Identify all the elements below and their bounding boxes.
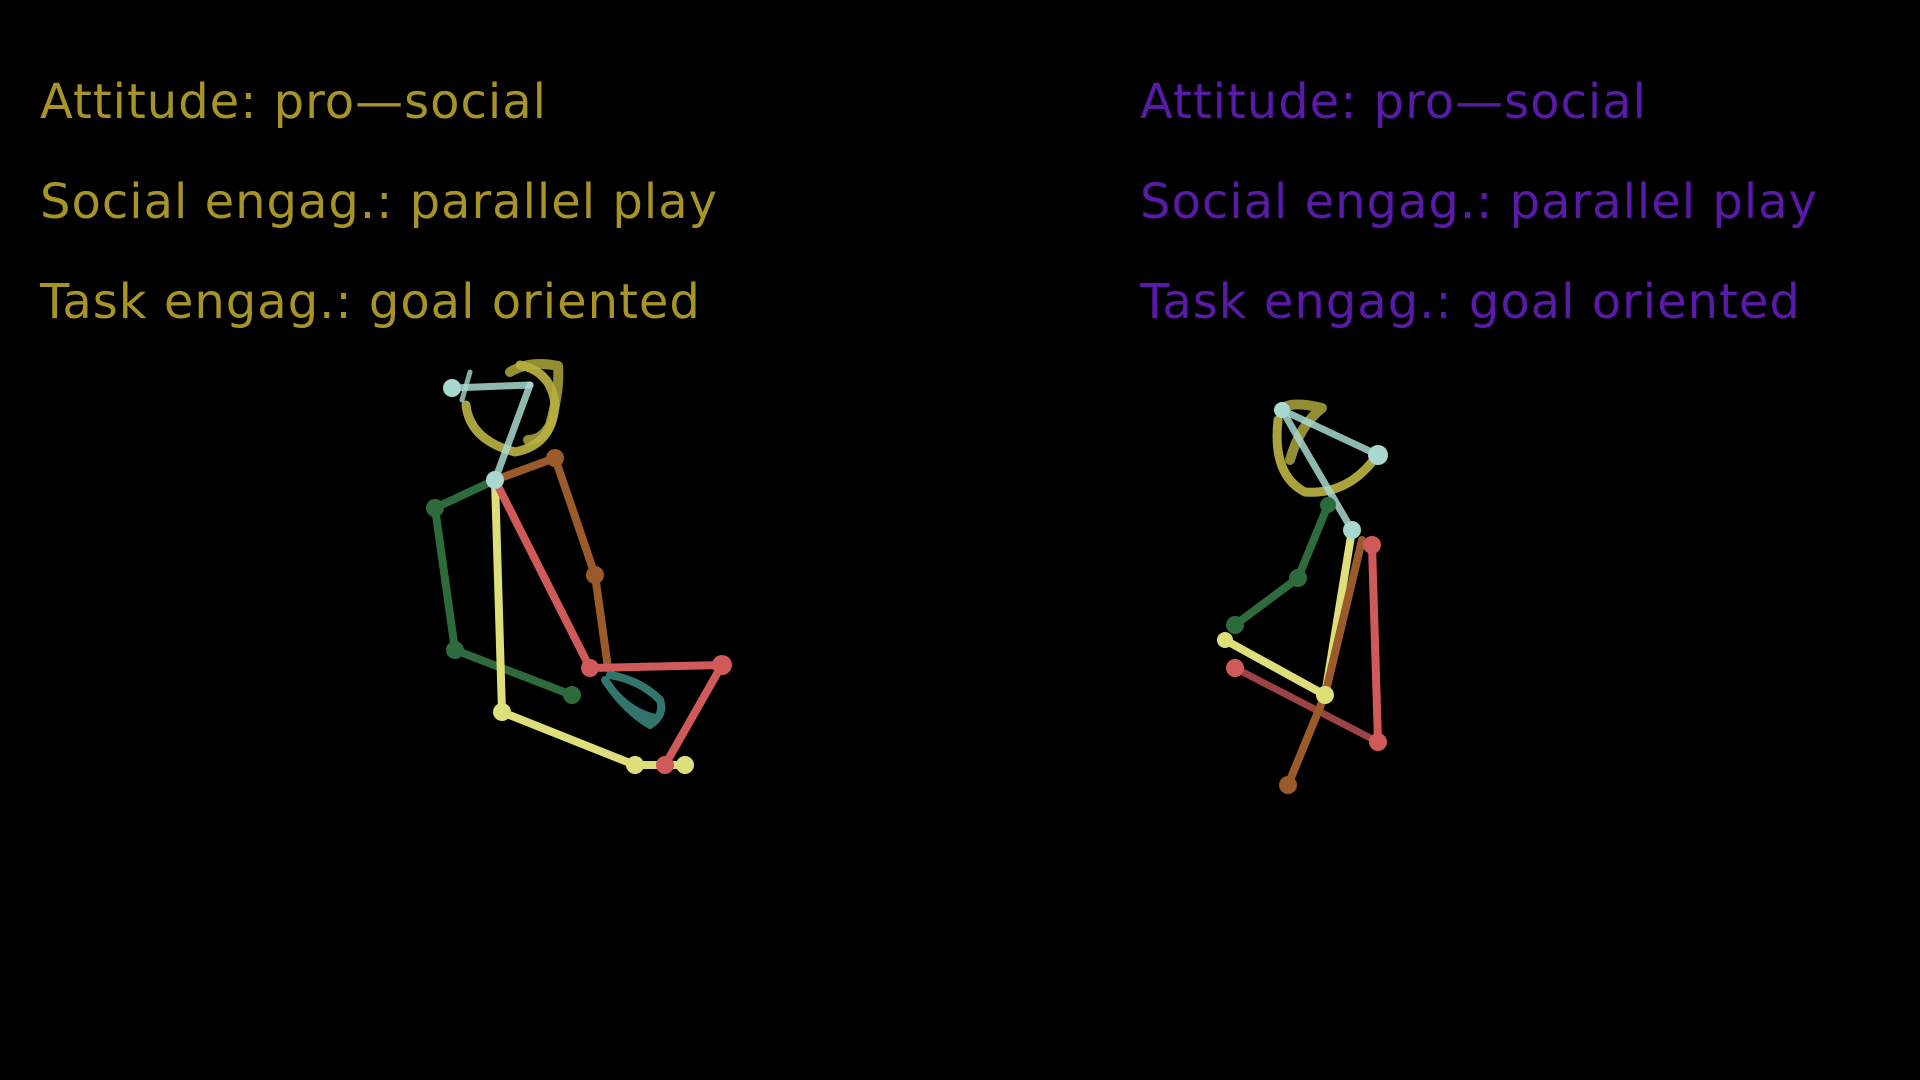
left-joint-wrist-l [446, 641, 464, 659]
right-attitude-label: Attitude: pro—social [1140, 74, 1648, 130]
right-task-engagement-label: Task engag.: goal oriented [1140, 274, 1801, 330]
left-joint-hand-l [563, 686, 581, 704]
left-hand-cluster [601, 671, 666, 729]
left-task-engagement-label: Task engag.: goal oriented [40, 274, 701, 330]
right-forearm [1231, 574, 1302, 629]
right-face-line [1278, 406, 1382, 459]
right-head-contour [1272, 415, 1377, 497]
right-brown-leg-upper [1321, 536, 1366, 699]
left-torso [491, 476, 506, 716]
left-joint-hip [493, 703, 511, 721]
left-joint-elbow-l [426, 499, 444, 517]
left-hair [505, 359, 564, 445]
right-joint-elbow [1289, 569, 1307, 587]
right-joint-red-knee [1226, 659, 1244, 677]
right-brown-leg-lower [1284, 691, 1329, 789]
left-attitude-label: Attitude: pro—social [40, 74, 548, 130]
left-right-upper-arm [551, 454, 599, 579]
right-joint-red-shoulder [1363, 536, 1381, 554]
right-joint-red-foot [1369, 733, 1387, 751]
left-nose-line [459, 369, 473, 403]
right-pose-skeleton [1217, 399, 1388, 794]
left-social-engagement-label: Social engag.: parallel play [40, 174, 719, 230]
left-upper-arm [431, 476, 499, 512]
left-neck-line [491, 381, 534, 484]
right-person-panel: Attitude: pro—social Social engag.: para… [960, 0, 1920, 1080]
left-joint-knee-red [581, 659, 599, 677]
left-joint-neck [486, 471, 504, 489]
right-joint-neck [1343, 521, 1361, 539]
right-joint-head-a [1274, 402, 1290, 418]
right-yellow-leg [1221, 636, 1329, 699]
right-upper-arm [1294, 501, 1332, 582]
left-joint-shoulder-r [546, 449, 564, 467]
right-social-engagement-label: Social engag.: parallel play [1140, 174, 1819, 230]
left-joint-foot-a [626, 756, 644, 774]
left-joint-foot-b [656, 756, 674, 774]
left-person-panel: Attitude: pro—social Social engag.: para… [40, 52, 718, 352]
left-pose-skeleton [426, 359, 732, 774]
right-joint-brown-foot [1279, 776, 1297, 794]
left-joint-nose [443, 379, 461, 397]
left-thigh [498, 708, 639, 769]
left-forearm [431, 504, 459, 654]
right-red-leg-lower [1231, 664, 1382, 746]
right-person-labels: Attitude: pro—social Social engag.: para… [1140, 52, 1818, 352]
right-joint-hip [1316, 686, 1334, 704]
left-red-leg-upper [491, 476, 594, 672]
left-red-leg-foot [661, 661, 726, 769]
left-joint-foot-c [676, 756, 694, 774]
left-joint-elbow-r [586, 566, 604, 584]
right-joint-yellow-foot [1217, 632, 1233, 648]
right-joint-wrist [1226, 616, 1244, 634]
left-hand-line [451, 646, 576, 699]
right-joint-shoulder [1320, 497, 1336, 513]
left-shoulder-line [491, 454, 559, 484]
left-person-labels: Attitude: pro—social Social engag.: para… [40, 52, 718, 352]
right-joint-head-b [1368, 445, 1388, 465]
left-joint-ankle-red [712, 655, 732, 675]
right-neck-line [1278, 406, 1356, 534]
left-red-leg-lower [586, 661, 726, 672]
right-red-leg-upper [1368, 541, 1382, 746]
left-right-forearm [591, 571, 612, 672]
